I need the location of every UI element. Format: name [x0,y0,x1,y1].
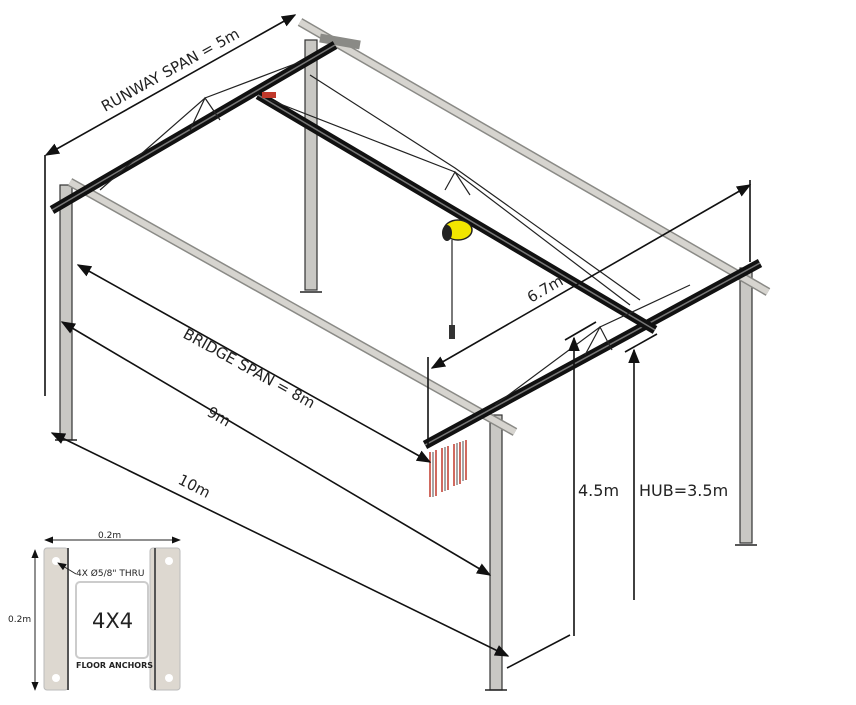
column-front-left [59,184,73,441]
runway-span-dimension [44,14,297,156]
festoon-cables [429,440,467,497]
length-9m-dimension [60,321,492,576]
column-back-right [739,267,753,544]
width-dimension [430,184,752,369]
floor-anchor-inset: 0.2m 0.2m 4X Ø5/8" THRU 4X4 FLOOR ANCHOR… [8,531,181,691]
anchor-caption: FLOOR ANCHORS [76,661,153,670]
dimension-lines [44,14,752,657]
hub-label: HUB=3.5m [639,481,728,500]
anchor-post-label: 4X4 [92,609,133,633]
anchor-height-label: 0.2m [8,615,31,625]
bridge-beams [49,41,763,449]
hoist [442,219,473,339]
width-label: 6.7m [524,272,566,307]
runway-span-label: RUNWAY SPAN = 5m [98,25,242,116]
length-9m-label: 9m [204,403,234,431]
bridge-span-label: BRIDGE SPAN = 8m [180,325,318,412]
column-back-left [304,39,318,291]
length-10m-label: 10m [175,471,213,502]
length-10m-dimension [50,432,510,657]
anchor-holes-label: 4X Ø5/8" THRU [76,568,144,579]
height-label: 4.5m [578,481,619,500]
anchor-width-label: 0.2m [98,531,121,541]
